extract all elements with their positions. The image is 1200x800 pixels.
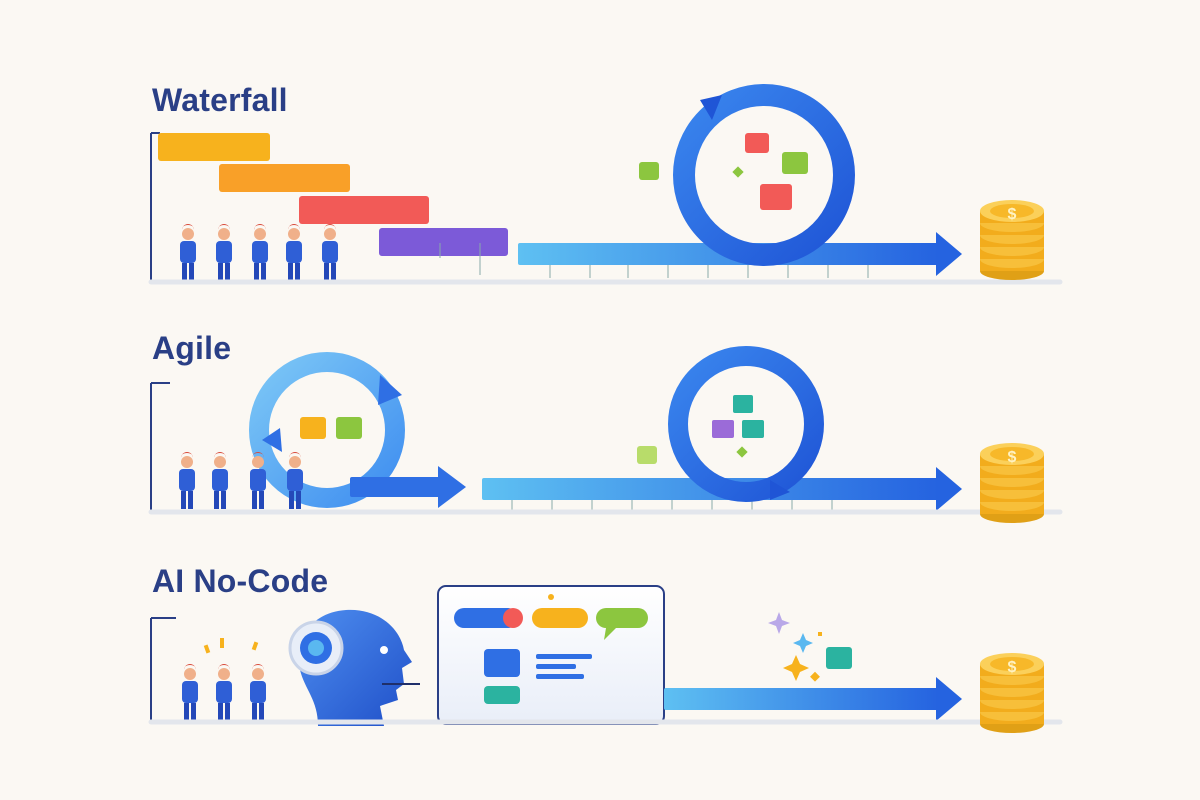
phase-bar-3 bbox=[299, 196, 429, 224]
team-people bbox=[180, 224, 338, 281]
sprint-ring-icon bbox=[249, 352, 405, 508]
builder-block-yellow bbox=[532, 608, 588, 628]
coin-symbol: $ bbox=[1008, 659, 1017, 676]
timeline-arrow bbox=[664, 688, 938, 710]
idea-sparks-icon bbox=[203, 638, 259, 654]
phase-bar-2 bbox=[219, 164, 350, 192]
ai-no-code-title: AI No-Code bbox=[152, 563, 329, 599]
ai-head-icon bbox=[288, 609, 420, 726]
ai-no-code-section: $ bbox=[148, 585, 1063, 733]
coin-symbol: $ bbox=[1008, 206, 1017, 223]
iteration-ring-icon bbox=[637, 346, 824, 502]
iteration-ring-icon bbox=[639, 84, 855, 266]
sprint-arrow-head bbox=[438, 466, 466, 508]
sparkle-icon bbox=[768, 612, 852, 682]
builder-block-blue bbox=[454, 608, 518, 628]
waterfall-section: $ bbox=[148, 84, 1063, 285]
no-code-builder-window bbox=[437, 585, 665, 725]
phase-bar-4 bbox=[379, 228, 508, 256]
team-people bbox=[182, 664, 266, 721]
agile-section: $ bbox=[148, 346, 1063, 523]
coin-symbol: $ bbox=[1008, 449, 1017, 466]
waterfall-title: Waterfall bbox=[152, 82, 288, 118]
arrow-head bbox=[936, 677, 962, 721]
agile-title: Agile bbox=[152, 330, 232, 366]
arrow-head bbox=[936, 467, 962, 511]
arrow-head bbox=[936, 232, 962, 276]
phase-bar-1 bbox=[158, 133, 270, 161]
builder-block-green bbox=[596, 608, 648, 628]
sprint-arrow bbox=[350, 477, 440, 497]
